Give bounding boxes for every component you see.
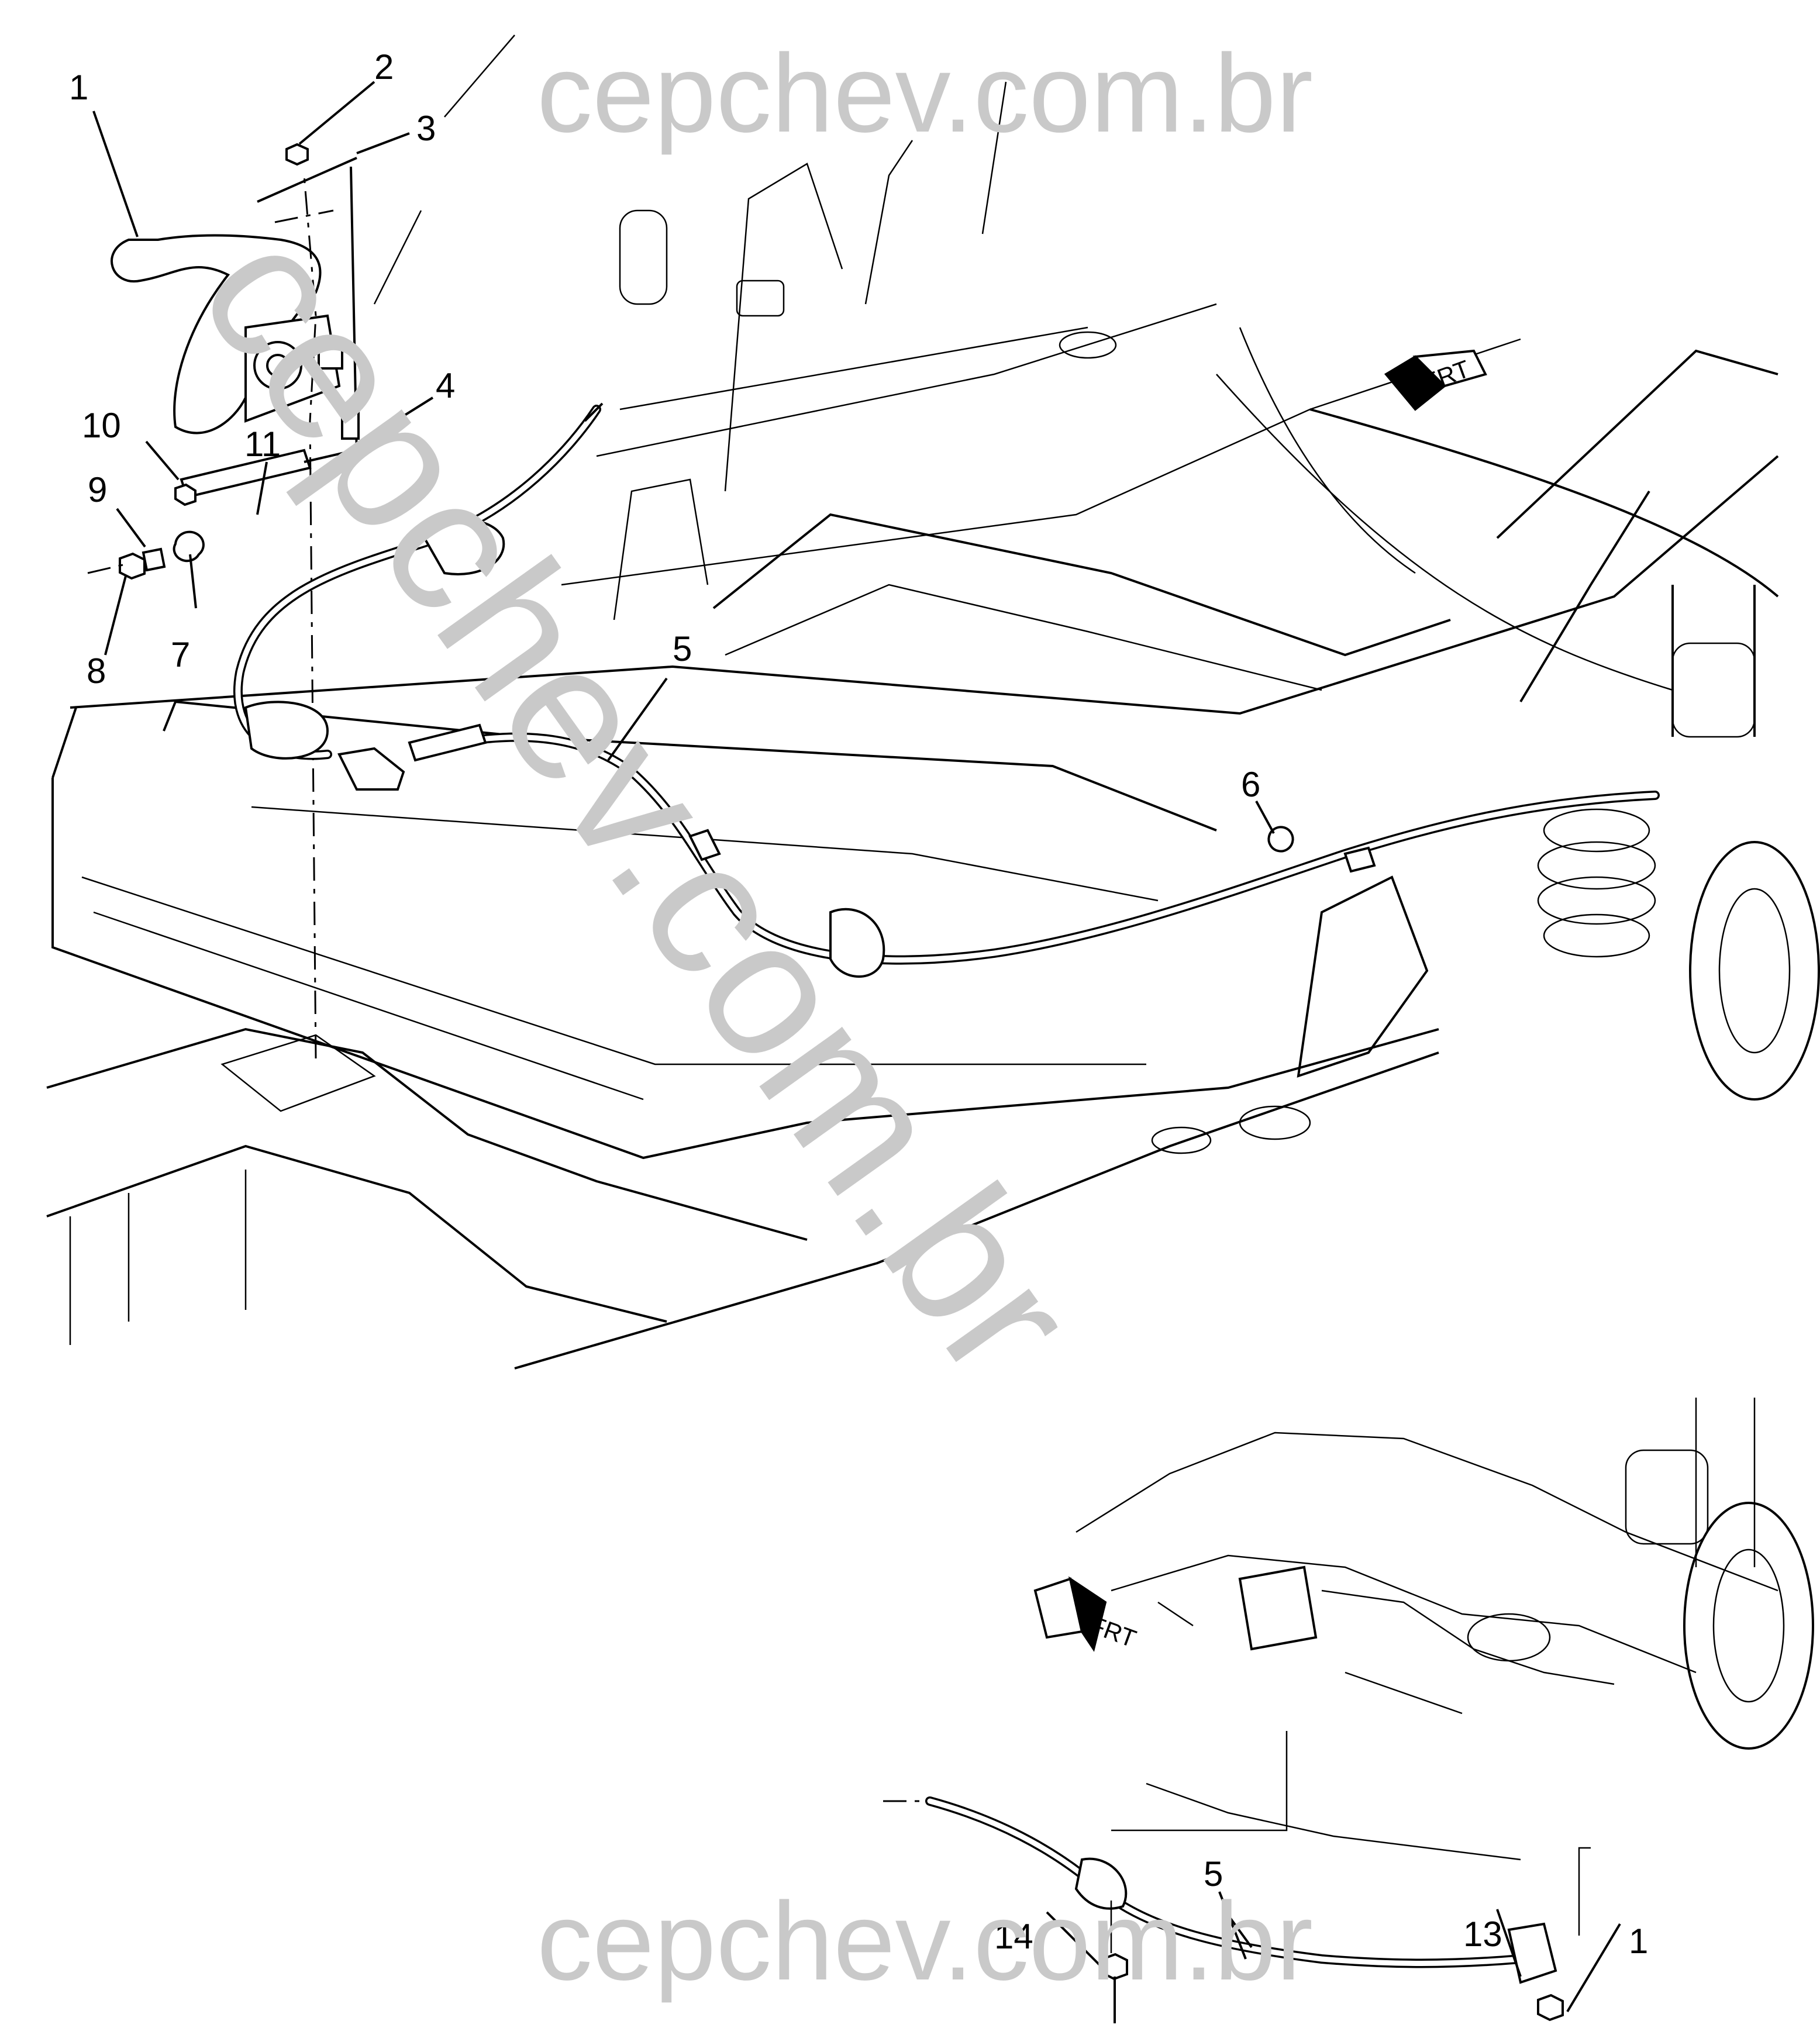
leader-lines	[92, 81, 1621, 2013]
callout-5-lower: 5	[1204, 1854, 1223, 1894]
callout-7: 7	[171, 635, 190, 674]
parking-brake-lever	[111, 234, 343, 434]
callout-10: 10	[82, 406, 121, 445]
callout-3: 3	[416, 109, 436, 148]
callout-13: 13	[1463, 1915, 1502, 1954]
callout-5: 5	[673, 629, 692, 668]
callout-1: 1	[69, 68, 88, 107]
front-direction-arrow-icon: FRT	[1384, 349, 1487, 411]
callout-9: 9	[88, 470, 107, 509]
parking-brake-cable	[233, 402, 1660, 978]
watermark-bottom: cepchev.com.br	[537, 1879, 1313, 2003]
callout-4: 4	[436, 366, 455, 405]
callout-6: 6	[1241, 765, 1260, 804]
callouts: 1 2 3 4 5 6 7 8 9 10 11 5 14 5 13 1	[69, 47, 1648, 1961]
front-direction-arrow-icon-inset: FRT	[1033, 1576, 1140, 1653]
callout-14: 14	[994, 1917, 1033, 1956]
callout-11: 11	[244, 425, 281, 464]
inset-detail-view: FRT	[883, 1398, 1814, 2023]
watermarks: cepchev.com.br cepchev.com.br cepchev.co…	[158, 32, 1313, 2003]
watermark-diagonal: cepchev.com.br	[158, 191, 1118, 1414]
callout-8: 8	[87, 651, 106, 691]
callout-1-lower: 1	[1629, 1922, 1648, 1961]
watermark-top: cepchev.com.br	[537, 32, 1313, 156]
callout-2: 2	[374, 47, 394, 87]
